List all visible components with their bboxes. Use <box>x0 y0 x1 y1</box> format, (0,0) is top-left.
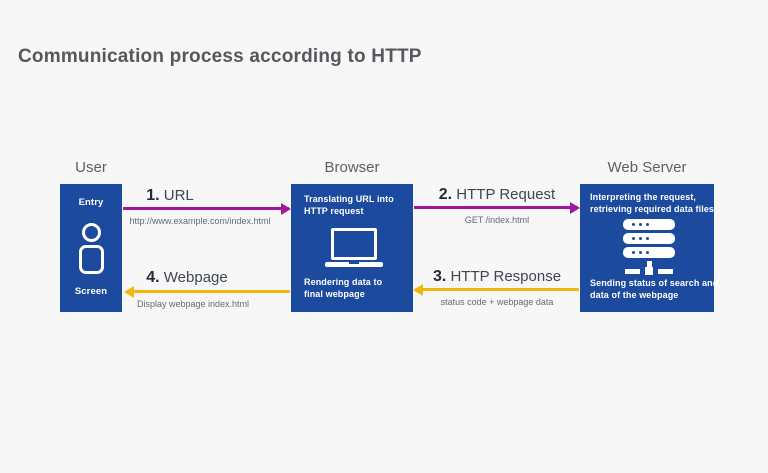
page-title: Communication process according to HTTP <box>18 46 422 67</box>
browser-box: Translating URL into HTTP request Render… <box>291 184 413 312</box>
laptop-icon <box>324 228 383 267</box>
step3-text: HTTP Response <box>450 268 562 285</box>
server-top-line2: retrieving required data files <box>590 203 715 214</box>
server-top-line1: Interpreting the request, <box>590 192 697 202</box>
step1-number: 1. <box>146 187 160 204</box>
server-bottom-line1: Sending status of search and <box>590 278 719 289</box>
server-stack-icon <box>623 219 675 275</box>
server-bottom-line2: data of the webpage <box>590 290 679 301</box>
user-entry-label: Entry <box>78 197 104 208</box>
entity-label-browser: Browser <box>324 159 380 176</box>
step2-text: HTTP Request <box>456 186 556 203</box>
laptop-notch-shape <box>348 262 359 264</box>
person-icon <box>78 222 104 274</box>
person-body-shape <box>78 244 104 274</box>
user-screen-label: Screen <box>74 286 108 298</box>
step3-label: 3. HTTP Response <box>422 268 572 286</box>
step4-number: 4. <box>146 269 160 286</box>
arrow-step1-url <box>123 207 289 210</box>
server-bar <box>623 247 675 258</box>
entity-label-server: Web Server <box>607 159 687 176</box>
step2-number: 2. <box>438 186 453 203</box>
step4-text: Webpage <box>163 269 228 286</box>
step2-sublabel: GET /index.html <box>464 215 530 225</box>
browser-top-line2: HTTP request <box>304 205 364 216</box>
server-bar <box>623 233 675 244</box>
browser-bottom-text: Rendering data to final webpage <box>304 277 403 301</box>
browser-top-line1: Translating URL into <box>304 194 394 204</box>
browser-bottom-line2: final webpage <box>304 289 365 300</box>
arrow-step3-http-response <box>415 288 579 291</box>
step3-number: 3. <box>432 268 447 285</box>
step1-text: URL <box>163 187 194 204</box>
person-head-shape <box>81 222 101 242</box>
step1-sublabel: http://www.example.com/index.html <box>129 216 271 226</box>
step1-label: 1. URL <box>110 187 230 205</box>
entity-label-user: User <box>75 159 107 176</box>
laptop-base-shape <box>324 262 383 267</box>
laptop-screen-shape <box>330 228 377 260</box>
web-server-box: Interpreting the request, retrieving req… <box>580 184 719 312</box>
step4-sublabel: Display webpage index.html <box>136 299 250 309</box>
server-bottom-text: Sending status of search and data of the… <box>590 278 719 302</box>
browser-bottom-line1: Rendering data to <box>304 277 383 288</box>
browser-top-text: Translating URL into HTTP request <box>304 194 403 218</box>
arrow-step2-http-request <box>414 206 578 209</box>
server-top-text: Interpreting the request, retrieving req… <box>590 192 715 216</box>
server-stem-shape <box>646 261 652 267</box>
arrow-step4-webpage <box>126 290 290 293</box>
user-box: Entry Screen <box>60 184 122 312</box>
server-feet-shape <box>625 267 673 275</box>
step4-label: 4. Webpage <box>127 269 247 287</box>
step2-label: 2. HTTP Request <box>427 186 567 204</box>
server-bar <box>623 219 675 230</box>
step3-sublabel: status code + webpage data <box>440 297 554 307</box>
